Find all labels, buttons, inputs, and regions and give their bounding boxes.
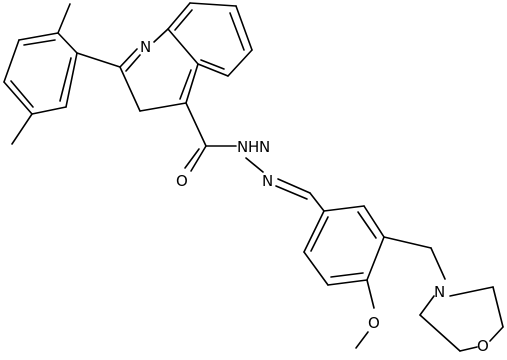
bond bbox=[153, 28, 169, 43]
bond bbox=[492, 286, 504, 328]
bond bbox=[459, 346, 478, 352]
bond bbox=[179, 69, 192, 100]
atom-label-o-methoxy: O bbox=[368, 314, 380, 332]
bond bbox=[355, 331, 369, 349]
bond bbox=[119, 48, 138, 68]
bond bbox=[31, 106, 67, 115]
bond bbox=[59, 57, 72, 102]
bond bbox=[363, 205, 385, 238]
bond bbox=[125, 54, 141, 72]
bond bbox=[449, 286, 494, 297]
bond bbox=[303, 210, 325, 253]
bond bbox=[200, 59, 225, 70]
bond bbox=[3, 39, 20, 83]
bond bbox=[366, 279, 375, 309]
bond bbox=[23, 39, 56, 46]
bond bbox=[11, 113, 33, 145]
bond bbox=[303, 251, 329, 286]
bond bbox=[327, 279, 368, 286]
bond bbox=[197, 63, 229, 77]
bond bbox=[185, 102, 207, 147]
bond bbox=[185, 63, 199, 104]
bond bbox=[419, 295, 435, 316]
bond bbox=[229, 12, 245, 51]
bond bbox=[419, 314, 461, 352]
bond bbox=[57, 32, 78, 54]
atom-label-n-hydrazide: N bbox=[237, 138, 248, 156]
bond bbox=[357, 211, 377, 239]
atom-label-n-hydrazone: N bbox=[262, 172, 273, 190]
bond bbox=[174, 9, 193, 31]
atom-label-n-hydrazide-2: N bbox=[259, 138, 270, 156]
bond bbox=[184, 148, 200, 169]
bond bbox=[330, 272, 364, 278]
bond bbox=[167, 2, 191, 30]
atom-label-o-carbonyl: O bbox=[176, 172, 188, 190]
bond bbox=[167, 28, 199, 65]
bond bbox=[57, 3, 71, 34]
bond bbox=[119, 66, 141, 112]
bond bbox=[245, 157, 264, 173]
bond bbox=[139, 102, 187, 112]
bond bbox=[65, 52, 78, 108]
bond bbox=[310, 216, 329, 252]
atom-label-n-morpholine: N bbox=[434, 283, 445, 301]
bond bbox=[190, 145, 207, 172]
bond bbox=[227, 49, 253, 77]
bond bbox=[235, 5, 253, 51]
bond bbox=[275, 185, 308, 200]
bond bbox=[189, 2, 237, 7]
bond bbox=[3, 81, 33, 115]
bond bbox=[309, 192, 325, 212]
bond bbox=[10, 80, 34, 108]
atom-label-o-morpholine: O bbox=[477, 337, 489, 355]
bond bbox=[383, 236, 432, 249]
bond bbox=[277, 178, 311, 194]
bond bbox=[430, 247, 446, 280]
bond bbox=[18, 32, 59, 41]
atom-labels: N O N H N N O N O bbox=[140, 38, 489, 355]
atom-label-h-hydrazide: H bbox=[248, 138, 259, 156]
bond bbox=[489, 326, 504, 342]
bond bbox=[366, 236, 385, 281]
bond bbox=[76, 52, 121, 68]
bond bbox=[323, 205, 365, 212]
atom-label-n-quinoline: N bbox=[140, 38, 151, 56]
bonds bbox=[3, 2, 504, 352]
